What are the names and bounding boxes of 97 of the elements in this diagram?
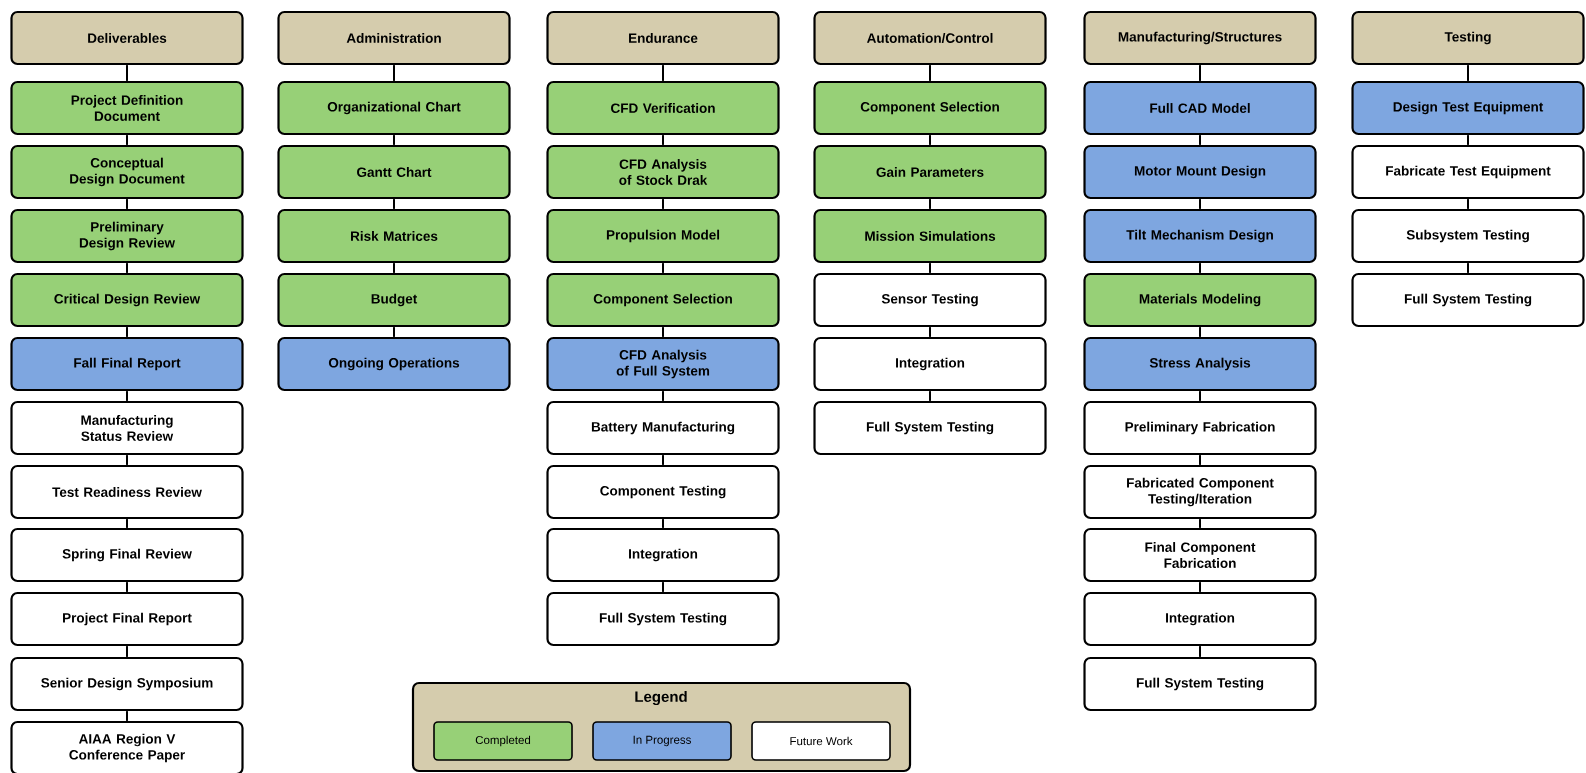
- task-box: Risk Matrices: [277, 208, 511, 264]
- task-box: Conceptual Design Document: [10, 144, 244, 200]
- task-box: Senior Design Symposium: [10, 656, 244, 712]
- task-box: Subsystem Testing: [1351, 208, 1585, 264]
- connector-line: [662, 198, 664, 210]
- connector-line: [1199, 198, 1201, 210]
- connector-line: [929, 262, 931, 274]
- connector-line: [929, 390, 931, 402]
- connector-line: [662, 581, 664, 593]
- connector-line: [126, 198, 128, 210]
- task-box: CFD Analysis of Full System: [546, 336, 780, 392]
- connector-line: [1199, 64, 1201, 82]
- task-box: Full CAD Model: [1083, 80, 1317, 136]
- task-box: Component Selection: [546, 272, 780, 328]
- connector-line: [1199, 326, 1201, 338]
- connector-line: [126, 518, 128, 529]
- task-box: Propulsion Model: [546, 208, 780, 264]
- connector-line: [126, 645, 128, 658]
- category-header: Automation/Control: [813, 10, 1047, 66]
- task-box: Mission Simulations: [813, 208, 1047, 264]
- task-box: Test Readiness Review: [10, 464, 244, 520]
- connector-line: [1199, 134, 1201, 146]
- connector-line: [126, 134, 128, 146]
- connector-line: [126, 454, 128, 466]
- task-box: AIAA Region V Conference Paper: [10, 720, 244, 773]
- task-box: Sensor Testing: [813, 272, 1047, 328]
- task-box: Full System Testing: [1351, 272, 1585, 328]
- connector-line: [126, 326, 128, 338]
- connector-line: [929, 134, 931, 146]
- task-box: Materials Modeling: [1083, 272, 1317, 328]
- task-box: Project Definition Document: [10, 80, 244, 136]
- connector-line: [1199, 390, 1201, 402]
- connector-line: [1199, 518, 1201, 529]
- task-box: Integration: [813, 336, 1047, 392]
- task-box: Tilt Mechanism Design: [1083, 208, 1317, 264]
- connector-line: [126, 581, 128, 593]
- connector-line: [126, 64, 128, 82]
- task-box: Full System Testing: [813, 400, 1047, 456]
- task-box: Fall Final Report: [10, 336, 244, 392]
- connector-line: [126, 710, 128, 722]
- category-header: Testing: [1351, 10, 1585, 66]
- task-box: Gantt Chart: [277, 144, 511, 200]
- connector-line: [393, 134, 395, 146]
- category-header: Deliverables: [10, 10, 244, 66]
- connector-line: [662, 518, 664, 529]
- connector-line: [393, 64, 395, 82]
- connector-line: [126, 390, 128, 402]
- connector-line: [929, 198, 931, 210]
- connector-line: [1467, 262, 1469, 274]
- connector-line: [1467, 64, 1469, 82]
- task-box: CFD Verification: [546, 80, 780, 136]
- task-box: Battery Manufacturing: [546, 400, 780, 456]
- task-box: Manufacturing Status Review: [10, 400, 244, 456]
- task-box: Final Component Fabrication: [1083, 527, 1317, 583]
- task-box: Ongoing Operations: [277, 336, 511, 392]
- task-box: Critical Design Review: [10, 272, 244, 328]
- task-box: Gain Parameters: [813, 144, 1047, 200]
- connector-line: [662, 390, 664, 402]
- connector-line: [1199, 454, 1201, 466]
- task-box: Stress Analysis: [1083, 336, 1317, 392]
- task-box: Spring Final Review: [10, 527, 244, 583]
- connector-line: [1199, 262, 1201, 274]
- connector-line: [393, 262, 395, 274]
- category-header: Endurance: [546, 10, 780, 66]
- task-box: Full System Testing: [1083, 656, 1317, 712]
- task-box: Integration: [1083, 591, 1317, 647]
- connector-line: [393, 198, 395, 210]
- connector-line: [1199, 645, 1201, 658]
- task-box: Integration: [546, 527, 780, 583]
- connector-line: [126, 262, 128, 274]
- connector-line: [393, 326, 395, 338]
- category-header: Manufacturing/Structures: [1083, 10, 1317, 66]
- connector-line: [929, 64, 931, 82]
- task-box: Full System Testing: [546, 591, 780, 647]
- task-box: Component Selection: [813, 80, 1047, 136]
- connector-line: [662, 454, 664, 466]
- connector-line: [662, 326, 664, 338]
- task-box: Fabricated Component Testing/Iteration: [1083, 464, 1317, 520]
- task-box: Design Test Equipment: [1351, 80, 1585, 136]
- connector-line: [662, 64, 664, 82]
- task-box: Preliminary Design Review: [10, 208, 244, 264]
- task-box: Project Final Report: [10, 591, 244, 647]
- connector-line: [1467, 134, 1469, 146]
- task-box: Fabricate Test Equipment: [1351, 144, 1585, 200]
- legend-title: Legend: [635, 691, 687, 706]
- connector-line: [929, 326, 931, 338]
- task-box: Component Testing: [546, 464, 780, 520]
- connector-line: [662, 134, 664, 146]
- task-box: CFD Analysis of Stock Drak: [546, 144, 780, 200]
- connector-line: [1199, 581, 1201, 593]
- category-header: Administration: [277, 10, 511, 66]
- task-box: Preliminary Fabrication: [1083, 400, 1317, 456]
- task-box: Motor Mount Design: [1083, 144, 1317, 200]
- connector-line: [662, 262, 664, 274]
- task-box: Budget: [277, 272, 511, 328]
- connector-line: [1467, 198, 1469, 210]
- task-box: Organizational Chart: [277, 80, 511, 136]
